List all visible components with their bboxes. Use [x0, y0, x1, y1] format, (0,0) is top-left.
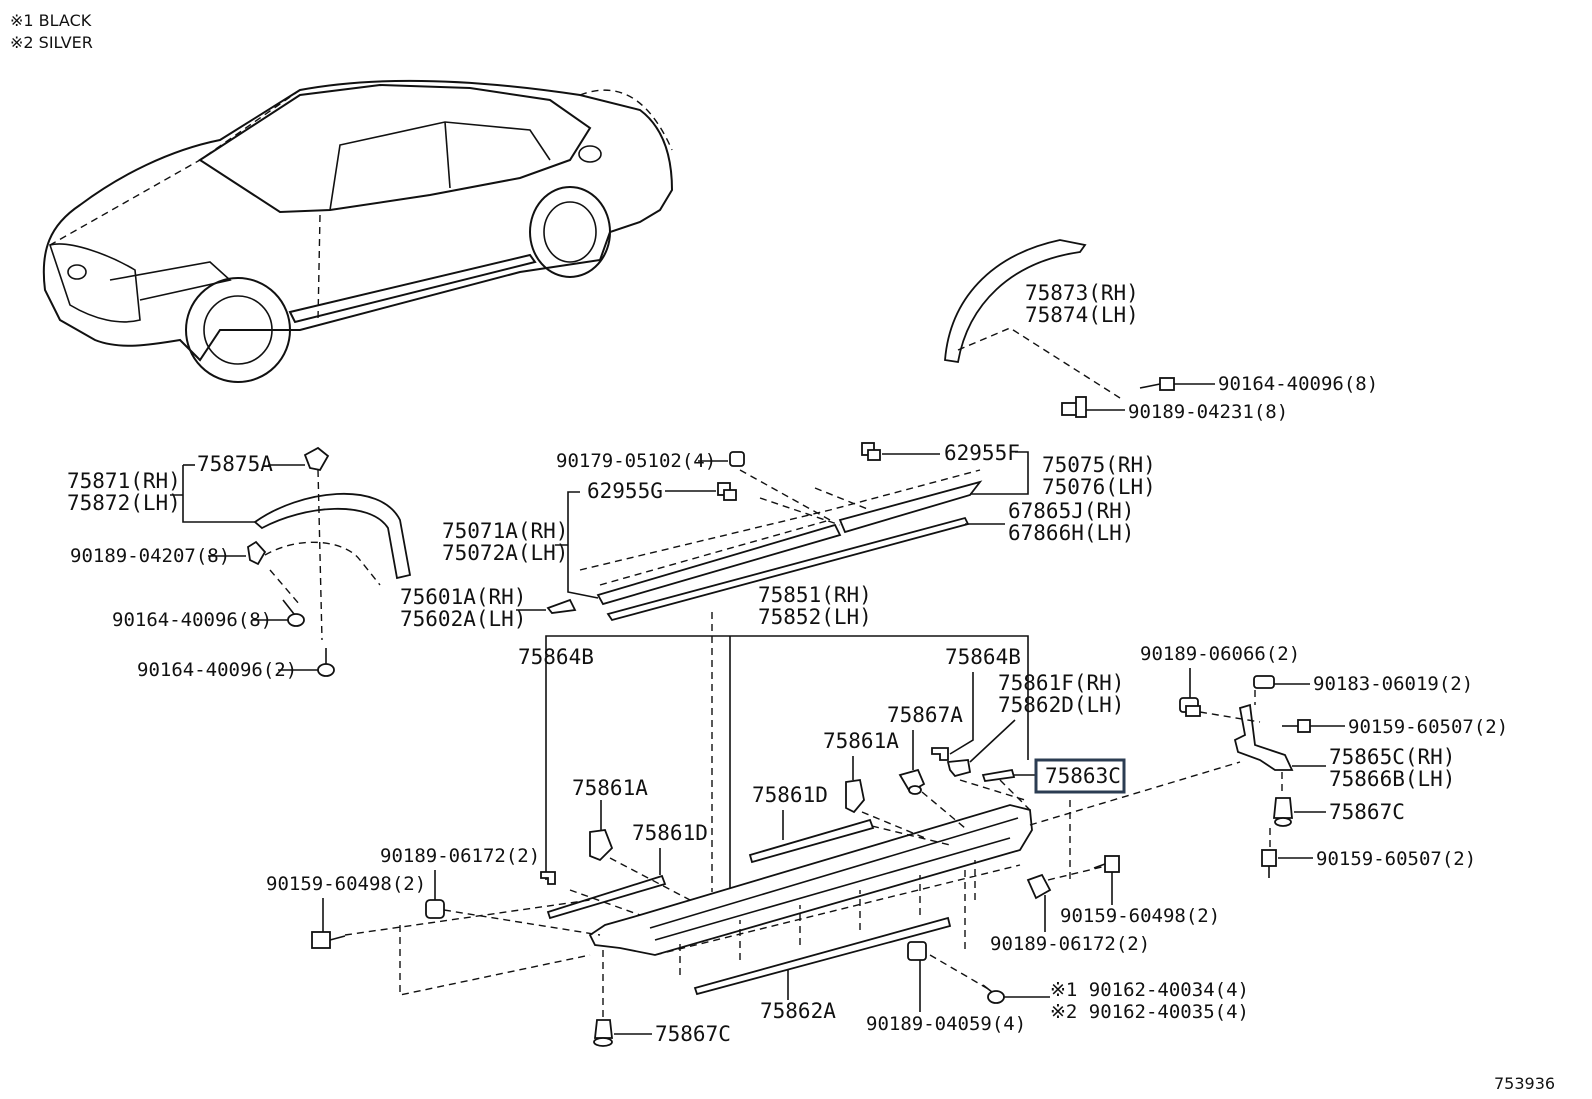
clip-icon-90189-06172-left	[425, 899, 445, 919]
strip-icon-75863c	[981, 768, 1016, 782]
block-icon-75861a-mid	[845, 778, 865, 814]
clip-icon	[1061, 396, 1087, 418]
label-75863C[interactable]: 75863C	[1045, 764, 1121, 788]
label-75864B-right: 75864B	[945, 645, 1021, 669]
label-90189-06172-left: 90189-06172(2)	[380, 845, 540, 867]
label-75871: 75871(RH)	[67, 469, 181, 493]
bracket-75865c	[1233, 703, 1294, 771]
strip-75861d-left	[546, 874, 667, 920]
label-75602A: 75602A(LH)	[400, 607, 526, 631]
clip-icon-62955g	[717, 482, 737, 501]
label-67865J: 67865J(RH)	[1008, 499, 1134, 523]
label-75861F: 75861F(RH)	[998, 671, 1124, 695]
label-75861A-mid: 75861A	[823, 729, 899, 753]
upper-door-mouldings	[546, 480, 983, 622]
label-90179-05102: 90179-05102(4)	[556, 450, 716, 472]
clip-icon-75875a	[303, 446, 330, 472]
diagram-id: 753936	[1494, 1074, 1555, 1093]
screw-icon-90164-8	[282, 599, 305, 627]
label-90159-60507-b: 90159-60507(2)	[1316, 848, 1476, 870]
label-75601A: 75601A(RH)	[400, 585, 526, 609]
label-90189-06066: 90189-06066(2)	[1140, 643, 1300, 665]
label-75072A: 75072A(LH)	[442, 541, 568, 565]
front-wheel-arch-moulding	[253, 493, 412, 580]
label-62955F: 62955F	[944, 441, 1020, 465]
screw-icon-90159-60498-right	[1093, 855, 1120, 873]
label-75861D-left: 75861D	[632, 821, 708, 845]
car-illustration	[42, 79, 674, 383]
label-90162-40034: ※1 90162-40034(4)	[1050, 979, 1249, 1001]
highlight-box-75863c[interactable]: 75863C	[1034, 758, 1126, 794]
label-90164-40096-8-top: 90164-40096(8)	[1218, 373, 1378, 395]
label-75865C: 75865C(RH)	[1329, 745, 1455, 769]
label-62955G: 62955G	[587, 479, 663, 503]
screw-icon-90162	[982, 984, 1005, 1004]
label-90189-04207: 90189-04207(8)	[70, 545, 230, 567]
screw-icon-90159-60498-left	[311, 931, 346, 949]
label-75874: 75874(LH)	[1025, 303, 1139, 327]
label-75867C-right: 75867C	[1329, 800, 1405, 824]
clip-icon-75861f	[946, 759, 972, 778]
label-90164-40096-2: 90164-40096(2)	[137, 659, 297, 681]
note-black: ※1 BLACK	[10, 11, 92, 30]
label-75076: 75076(LH)	[1042, 475, 1156, 499]
clip-icon-62955f	[861, 442, 881, 461]
label-90159-60498-right: 90159-60498(2)	[1060, 905, 1220, 927]
label-90189-04059: 90189-04059(4)	[866, 1013, 1026, 1035]
screw-icon	[1139, 377, 1175, 391]
label-75862D: 75862D(LH)	[998, 693, 1124, 717]
label-75861D-mid: 75861D	[752, 783, 828, 807]
clip-icon-75867a	[898, 768, 926, 795]
label-75862A: 75862A	[760, 999, 836, 1023]
label-75852: 75852(LH)	[758, 605, 872, 629]
strip-75861d-mid	[748, 818, 875, 864]
label-75866B: 75866B(LH)	[1329, 767, 1455, 791]
label-90164-40096-8: 90164-40096(8)	[112, 609, 272, 631]
label-75875A: 75875A	[197, 452, 273, 476]
label-75872: 75872(LH)	[67, 491, 181, 515]
clip-icon-75867c-bottom	[593, 1019, 614, 1047]
label-90189-04231: 90189-04231(8)	[1128, 401, 1288, 423]
label-90183-06019: 90183-06019(2)	[1313, 673, 1473, 695]
label-75867A: 75867A	[887, 703, 963, 727]
screw-icon-90164-2	[317, 648, 335, 677]
label-75873: 75873(RH)	[1025, 281, 1139, 305]
label-90159-60507-a: 90159-60507(2)	[1348, 716, 1508, 738]
label-75867C-bottom: 75867C	[655, 1022, 731, 1046]
nut-icon-90189-04059	[907, 941, 927, 961]
label-90159-60498-left: 90159-60498(2)	[266, 873, 426, 895]
label-75861A-left: 75861A	[572, 776, 648, 800]
label-75071A: 75071A(RH)	[442, 519, 568, 543]
label-75864B-left: 75864B	[518, 645, 594, 669]
label-75851: 75851(RH)	[758, 583, 872, 607]
label-75075: 75075(RH)	[1042, 453, 1156, 477]
clip-icon-90189-06172-right	[1026, 873, 1052, 900]
clip-icon-75864b-left	[540, 871, 556, 885]
screw-icon-90159-a	[1282, 719, 1311, 733]
clip-icon-90179	[729, 451, 745, 467]
strip-75862a	[693, 916, 952, 996]
screw-icon-90159-b	[1261, 849, 1277, 878]
clip-icon-90189-06066	[1179, 697, 1201, 717]
note-silver: ※2 SILVER	[10, 33, 93, 52]
clip-icon-75867c-right	[1273, 797, 1293, 827]
clip-icon-75864b-right	[931, 747, 949, 761]
nut-icon-90183	[1253, 675, 1275, 689]
block-icon-75861a-left	[589, 829, 614, 862]
label-90162-40035: ※2 90162-40035(4)	[1050, 1001, 1249, 1023]
label-67866H: 67866H(LH)	[1008, 521, 1134, 545]
clip-icon-90189-04207	[247, 540, 267, 566]
label-90189-06172-right: 90189-06172(2)	[990, 933, 1150, 955]
